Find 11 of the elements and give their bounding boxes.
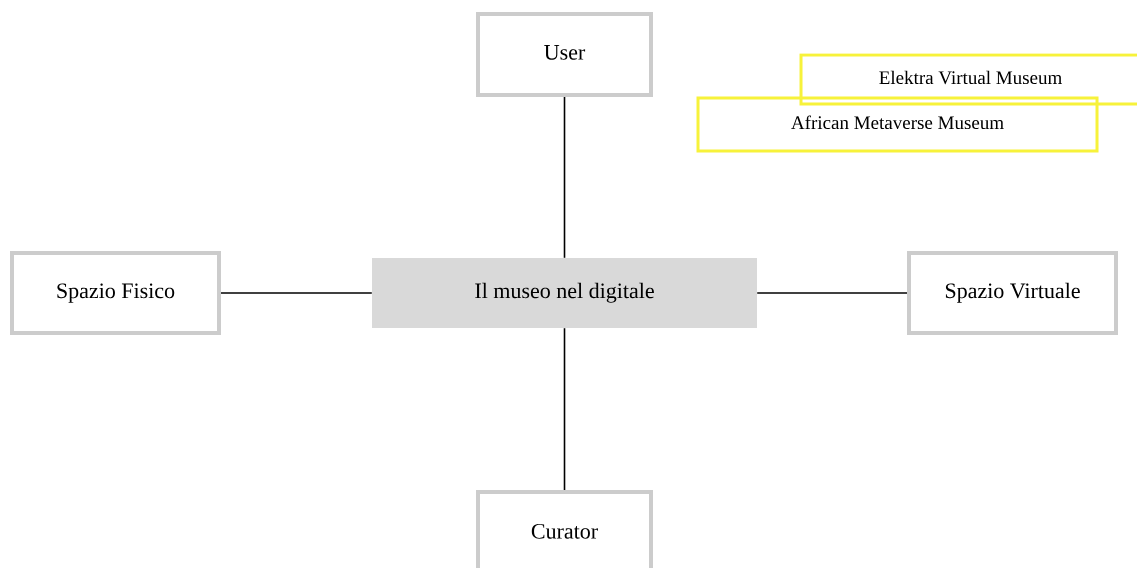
connector-line <box>756 292 908 294</box>
connector-line <box>220 292 373 294</box>
topic-box: Il museo nel digitale <box>372 258 757 328</box>
highlight-box: African Metaverse Museum <box>696 96 1099 153</box>
concept-box: User <box>476 12 653 97</box>
connector-line <box>563 96 566 259</box>
highlight-box: Elektra Virtual Museum <box>799 53 1137 106</box>
connector-line <box>563 327 566 491</box>
concept-box: Spazio Virtuale <box>907 251 1118 335</box>
concept-box: Curator <box>476 490 653 568</box>
concept-box: Spazio Fisico <box>10 251 221 335</box>
